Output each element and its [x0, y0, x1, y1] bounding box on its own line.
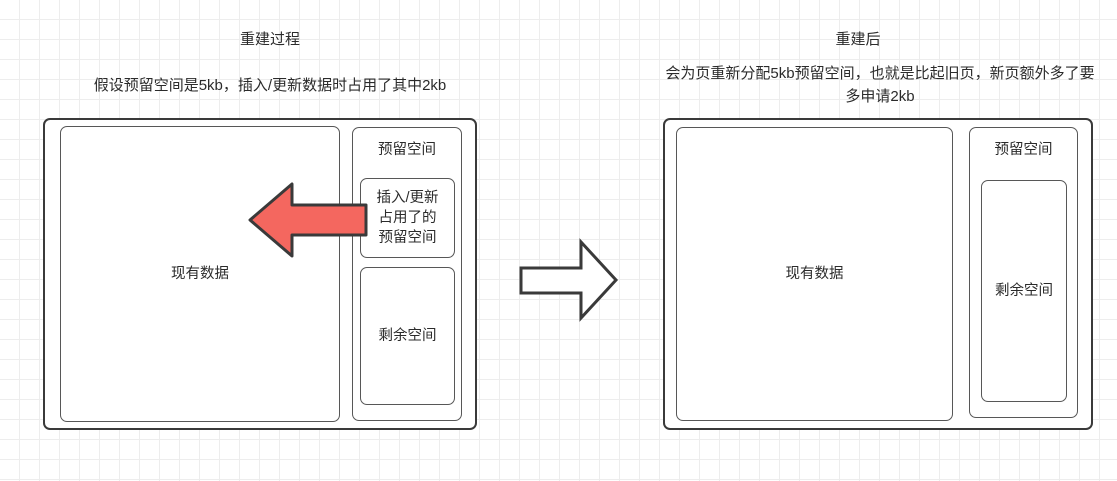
left-used-reserved-label-line-1: 插入/更新 占用了的 预留空间: [361, 188, 454, 248]
left-existing-data-box: 现有数据: [60, 126, 340, 422]
used-line-3: 预留空间: [378, 230, 437, 246]
left-existing-data-label: 现有数据: [171, 266, 229, 282]
used-line-2: 占用了的: [378, 210, 437, 226]
right-reserved-space-label: 预留空间: [994, 142, 1053, 158]
right-existing-data-box: 现有数据: [676, 127, 953, 421]
used-space-callout-arrow-icon: [248, 182, 368, 258]
left-free-space-label: 剩余空间: [378, 328, 437, 344]
used-line-1: 插入/更新: [376, 190, 439, 206]
right-existing-data-label: 现有数据: [785, 266, 844, 282]
left-panel-caption: 假设预留空间是5kb，插入/更新数据时占用了其中2kb: [93, 77, 447, 94]
left-free-space-box: 剩余空间: [360, 267, 455, 405]
rebuild-transition-arrow-icon: [519, 238, 619, 322]
right-panel-title: 重建后: [835, 31, 881, 48]
right-panel-caption: 会为页重新分配5kb预留空间，也就是比起旧页，新页额外多了要多申请2kb: [665, 65, 1095, 105]
right-free-space-box: 剩余空间: [981, 180, 1067, 402]
right-free-space-label: 剩余空间: [995, 283, 1053, 299]
left-used-reserved-box: 插入/更新 占用了的 预留空间: [360, 178, 455, 258]
left-reserved-space-label: 预留空间: [378, 142, 436, 158]
left-panel-title: 重建过程: [239, 31, 300, 48]
